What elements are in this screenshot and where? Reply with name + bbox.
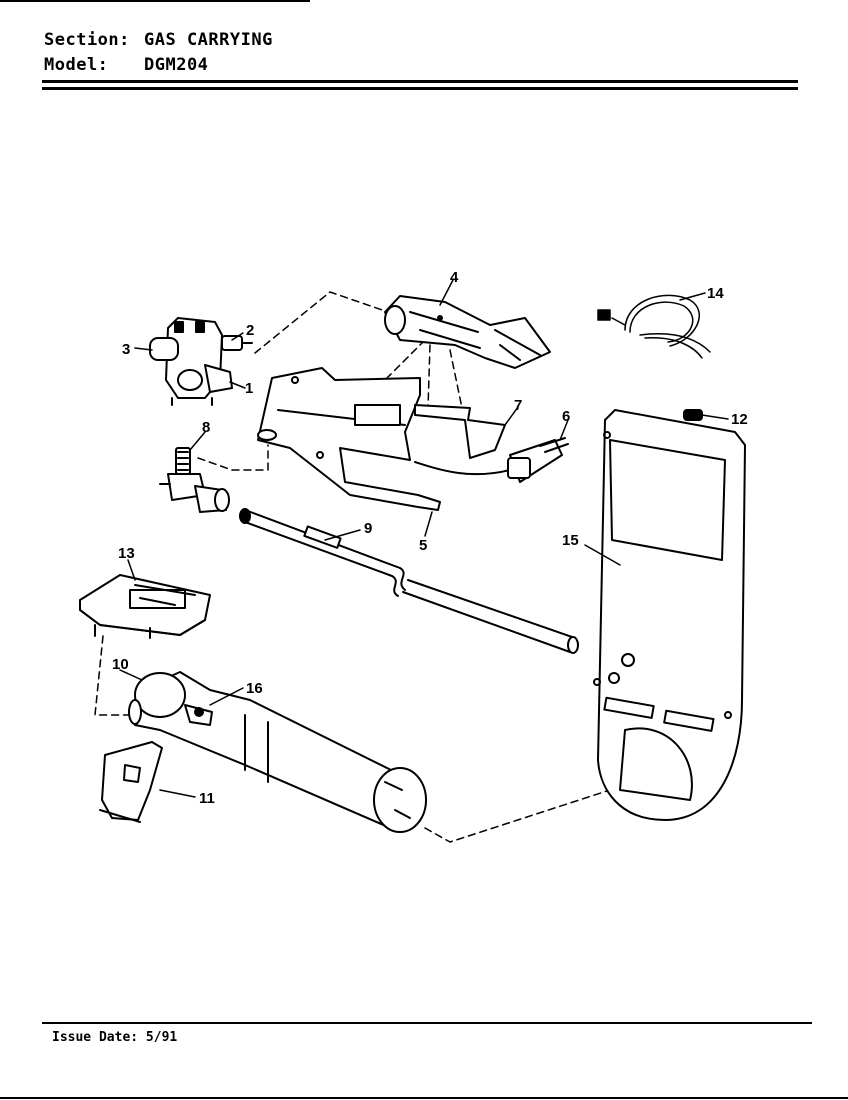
model-label: Model: (44, 55, 109, 75)
callout-1: 1 (245, 380, 253, 397)
callout-11: 11 (199, 790, 215, 807)
dashed-leader-lines (94, 291, 611, 843)
callout-14: 14 (707, 285, 724, 302)
section-value: GAS CARRYING (144, 30, 273, 50)
callout-9: 9 (364, 520, 372, 537)
mounting-bracket (257, 367, 441, 511)
gas-tube (239, 508, 579, 654)
callout-leaders (119, 279, 729, 798)
callout-10: 10 (112, 656, 129, 673)
callout-16: 16 (246, 680, 263, 697)
combustion-tube (128, 671, 427, 833)
callout-3: 3 (122, 341, 130, 358)
igniter-bracket (414, 404, 506, 459)
callout-12: 12 (731, 411, 748, 428)
gas-valve (149, 317, 253, 406)
bottom-edge-line (0, 1097, 848, 1099)
model-row: Model: DGM204 (44, 53, 273, 78)
igniter (414, 437, 569, 483)
callout-numbers: 1 2 3 4 5 6 7 8 9 10 11 12 13 14 15 16 (112, 269, 748, 807)
callout-4: 4 (450, 269, 459, 286)
combustion-chamber (593, 409, 746, 821)
callout-2: 2 (246, 322, 254, 339)
header: Section: GAS CARRYING Model: DGM204 (44, 28, 273, 78)
callout-6: 6 (562, 408, 570, 425)
callout-5: 5 (419, 537, 427, 554)
connector-clip (683, 409, 703, 421)
burner (384, 295, 551, 369)
footer-rule (42, 1022, 812, 1024)
control-bracket (79, 574, 211, 639)
wire-harness (597, 294, 711, 359)
section-row: Section: GAS CARRYING (44, 28, 273, 53)
model-value: DGM204 (144, 55, 209, 75)
callout-8: 8 (202, 419, 210, 436)
header-rule-top (42, 80, 798, 83)
heat-shield (99, 741, 163, 823)
top-edge-line (0, 0, 310, 2)
callout-15: 15 (562, 532, 579, 549)
callout-7: 7 (514, 397, 522, 414)
callout-13: 13 (118, 545, 135, 562)
issue-date: Issue Date: 5/91 (52, 1030, 178, 1045)
elbow-fitting (159, 447, 230, 513)
header-rule-bottom (42, 87, 798, 90)
section-label: Section: (44, 30, 130, 50)
